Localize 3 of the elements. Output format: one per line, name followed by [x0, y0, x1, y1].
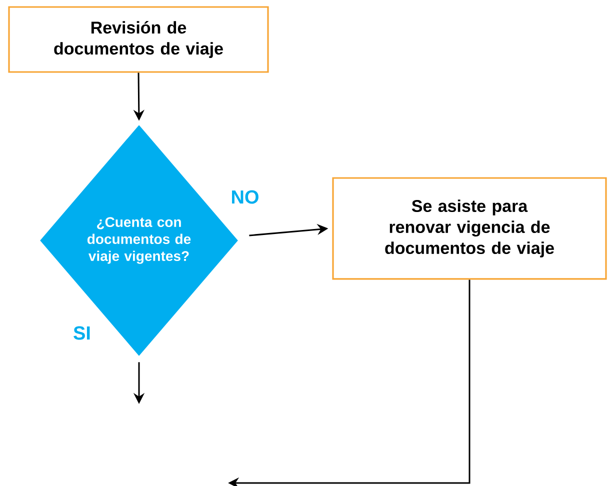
process-box: Se asiste para renovar vigencia de documentos de viaje	[332, 177, 607, 280]
process-box: Revisión de documentos de viaje	[8, 6, 269, 73]
edge-label: SI	[74, 326, 90, 340]
